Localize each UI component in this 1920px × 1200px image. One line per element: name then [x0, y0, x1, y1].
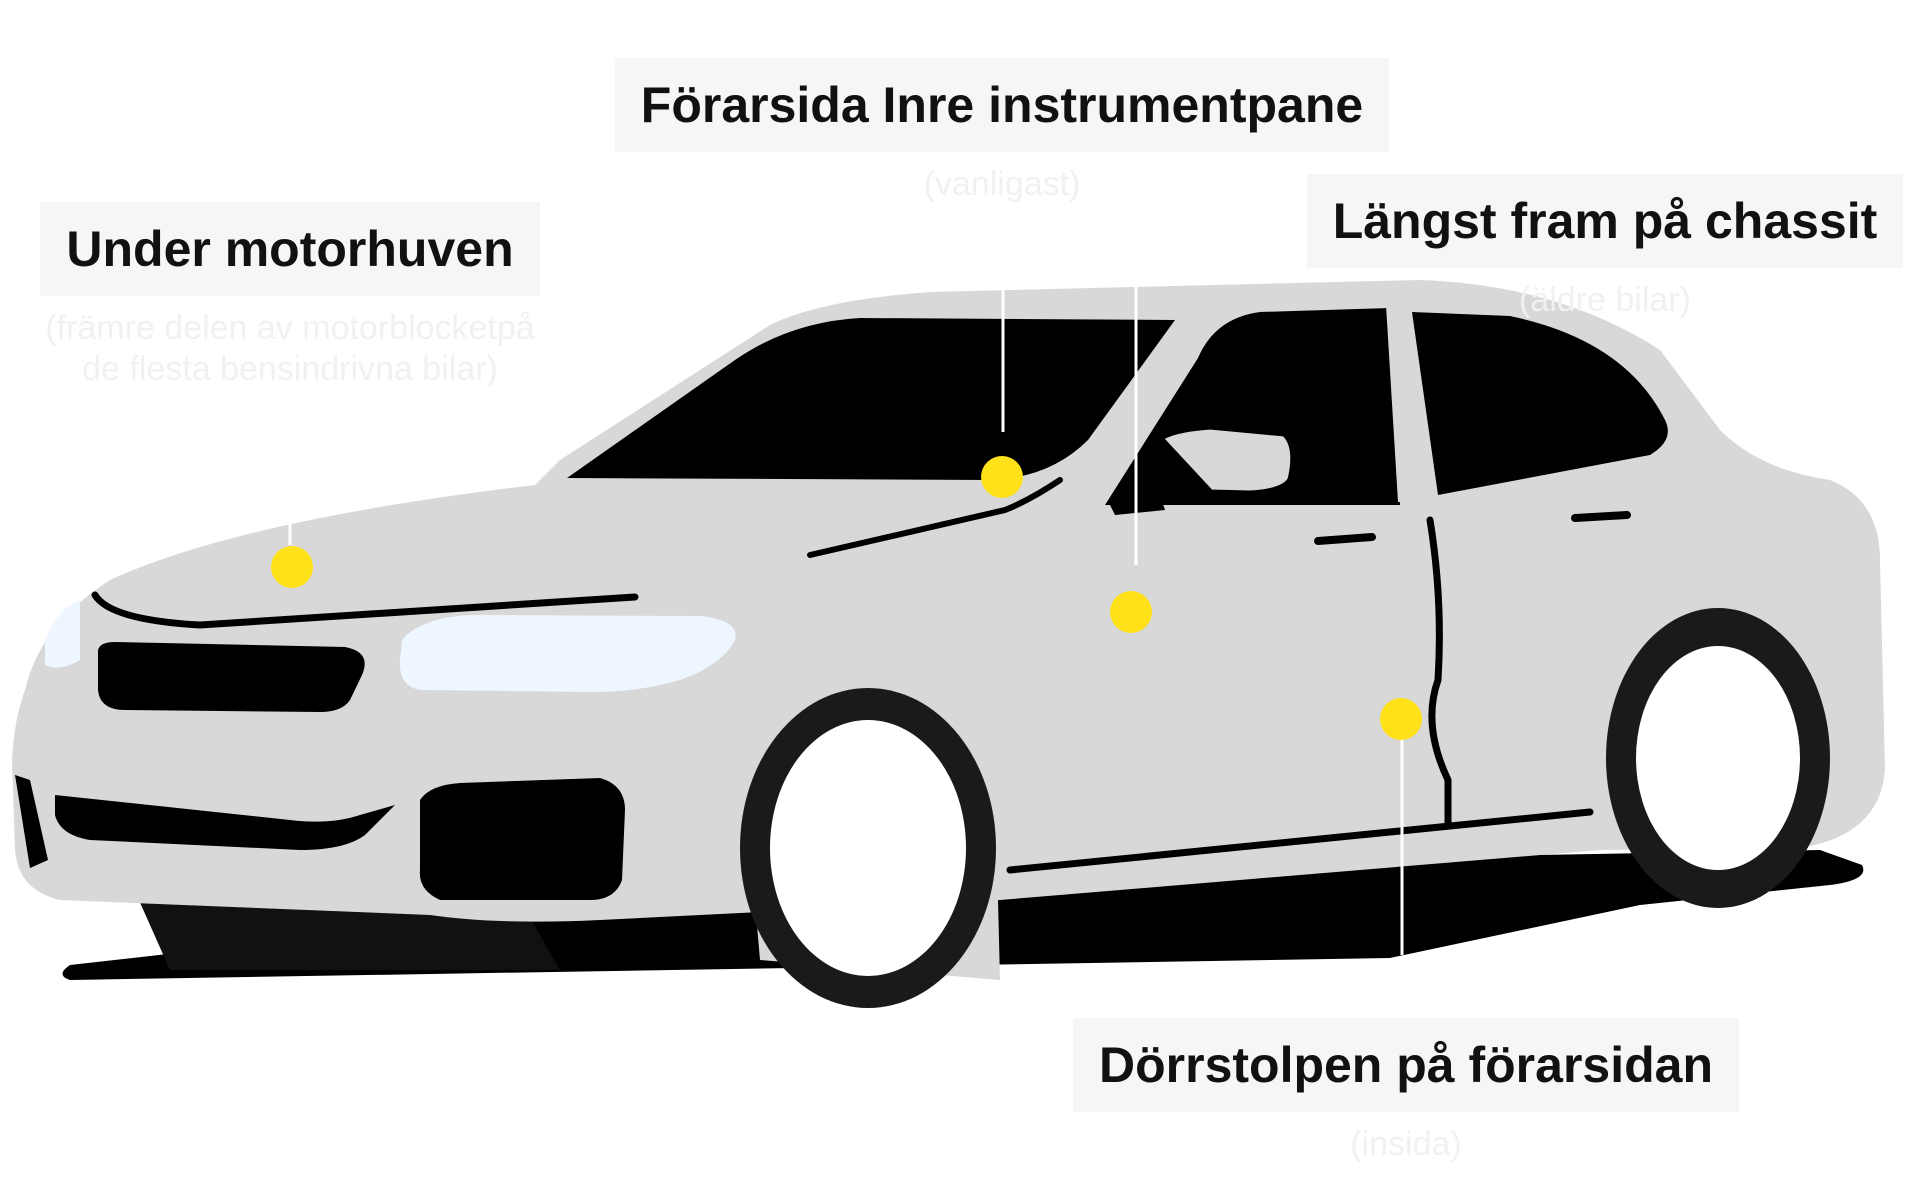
shoulder-line — [807, 477, 1063, 558]
callout-chassis-note: (äldre bilar) — [1519, 281, 1691, 319]
marker-pillar — [1380, 698, 1422, 740]
front-door-handle — [1314, 533, 1376, 545]
rear-wheel — [1606, 608, 1830, 908]
headlight-left — [45, 600, 80, 668]
callout-pillar-note: (insida) — [1350, 1125, 1462, 1163]
callout-hood-note-line1: (främre delen av motorblocketpå — [45, 309, 535, 347]
callout-dash: Förarsida Inre instrumentpane (vanligast… — [590, 58, 1414, 205]
rear-door-handle — [1571, 511, 1631, 522]
b-pillar — [1386, 305, 1422, 502]
windshield — [567, 318, 1175, 480]
marker-dash — [981, 456, 1023, 498]
front-wheel — [740, 667, 1000, 1008]
hood-line — [91, 591, 639, 629]
grille — [98, 642, 365, 712]
lower-intake-right — [419, 778, 625, 900]
callout-hood-note: (främre delen av motorblocketpå de flest… — [10, 308, 570, 390]
headlight-right — [399, 615, 736, 692]
callout-dash-note: (vanligast) — [923, 165, 1081, 203]
marker-hood — [271, 546, 313, 588]
sill-line — [1006, 808, 1594, 874]
corner-intake — [15, 775, 48, 868]
callout-hood-title: Under motorhuven — [40, 202, 540, 296]
callout-hood-note-line2: de flesta bensindrivna bilar) — [82, 349, 498, 388]
callout-hood: Under motorhuven (främre delen av motorb… — [10, 202, 570, 390]
callout-chassis-title: Längst fram på chassit — [1306, 174, 1904, 268]
callout-chassis: Längst fram på chassit (äldre bilar) — [1290, 174, 1920, 321]
marker-chassis — [1110, 591, 1152, 633]
callout-dash-title: Förarsida Inre instrumentpane — [614, 58, 1390, 152]
rear-side-window — [1412, 312, 1668, 495]
callout-pillar: Dörrstolpen på förarsidan (insida) — [1050, 1018, 1762, 1165]
side-mirror — [1151, 420, 1300, 500]
callout-pillar-title: Dörrstolpen på förarsidan — [1073, 1018, 1739, 1112]
door-seam — [1426, 516, 1452, 829]
lower-intake-left — [55, 795, 395, 850]
